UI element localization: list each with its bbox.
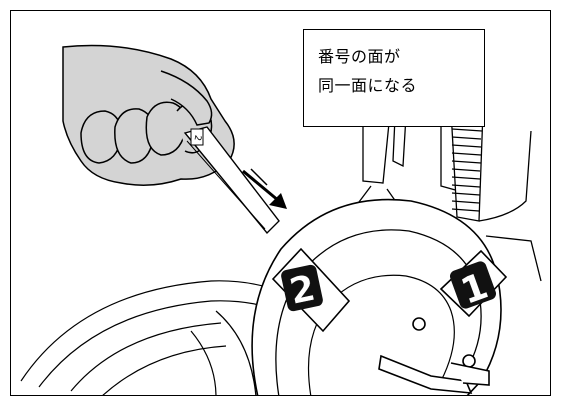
illustration-frame: 2 1 2: [10, 10, 551, 396]
plate-badge-1: 1: [439, 249, 508, 318]
tag-number-small: 2: [192, 134, 203, 141]
assembly-illustration: 2 1 2: [20, 44, 542, 395]
insert-direction-arrow-icon: [242, 168, 287, 209]
number-tag-tool: 2: [183, 126, 280, 235]
plate-badge-2: 2: [271, 247, 351, 333]
gloved-hand: [62, 44, 235, 186]
callout-line-1: 番号の面が: [318, 47, 401, 66]
callout-line-2: 同一面になる: [318, 76, 418, 95]
threaded-bolt: [450, 110, 484, 222]
callout-box: 番号の面が 同一面になる: [303, 29, 485, 127]
